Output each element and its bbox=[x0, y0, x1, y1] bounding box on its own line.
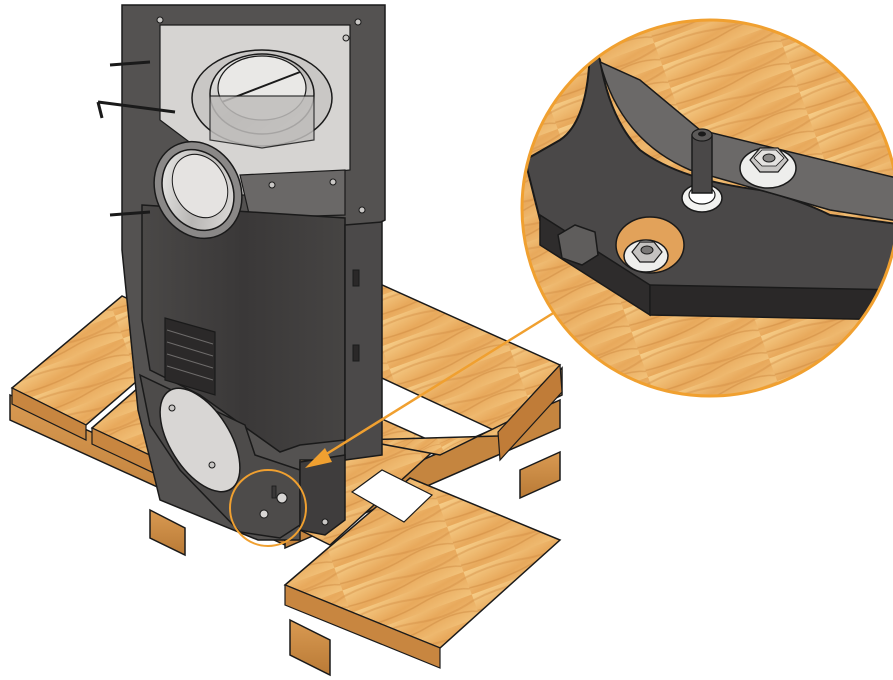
stove-body bbox=[96, 4, 386, 541]
right-strip-slot-1 bbox=[352, 269, 360, 287]
base-oval-opening bbox=[159, 387, 241, 493]
lever-rods bbox=[96, 60, 176, 217]
callout-arrow bbox=[305, 310, 556, 468]
top-flue-band bbox=[209, 95, 315, 149]
detail-nut-hole bbox=[623, 239, 669, 273]
detail-circle-border bbox=[520, 18, 893, 398]
detail-zoom bbox=[520, 18, 893, 398]
bracket-bolt-small bbox=[259, 485, 288, 519]
frame-screws bbox=[156, 16, 366, 526]
detail-marker-circle bbox=[229, 469, 307, 547]
pallet-runner-left bbox=[149, 508, 186, 557]
side-flue-inner bbox=[171, 153, 229, 219]
pallet-block-front bbox=[289, 618, 331, 677]
vent-grille bbox=[164, 317, 216, 396]
pallet-block-right bbox=[519, 450, 561, 500]
stove-mid-shelf bbox=[239, 169, 346, 219]
detail-stud bbox=[681, 128, 723, 213]
pallet-board-1-edge bbox=[11, 387, 87, 441]
detail-hex-nut bbox=[739, 147, 797, 189]
pallet-board-right-edge bbox=[497, 363, 563, 462]
pallet-board-4-edge bbox=[284, 584, 441, 669]
stove-front-leg bbox=[299, 454, 346, 536]
right-strip-slot-2 bbox=[352, 344, 360, 362]
detail-bracket-bottom bbox=[649, 284, 893, 321]
pallet-gap bbox=[350, 469, 434, 523]
detail-hex-bolt-side bbox=[557, 224, 599, 266]
